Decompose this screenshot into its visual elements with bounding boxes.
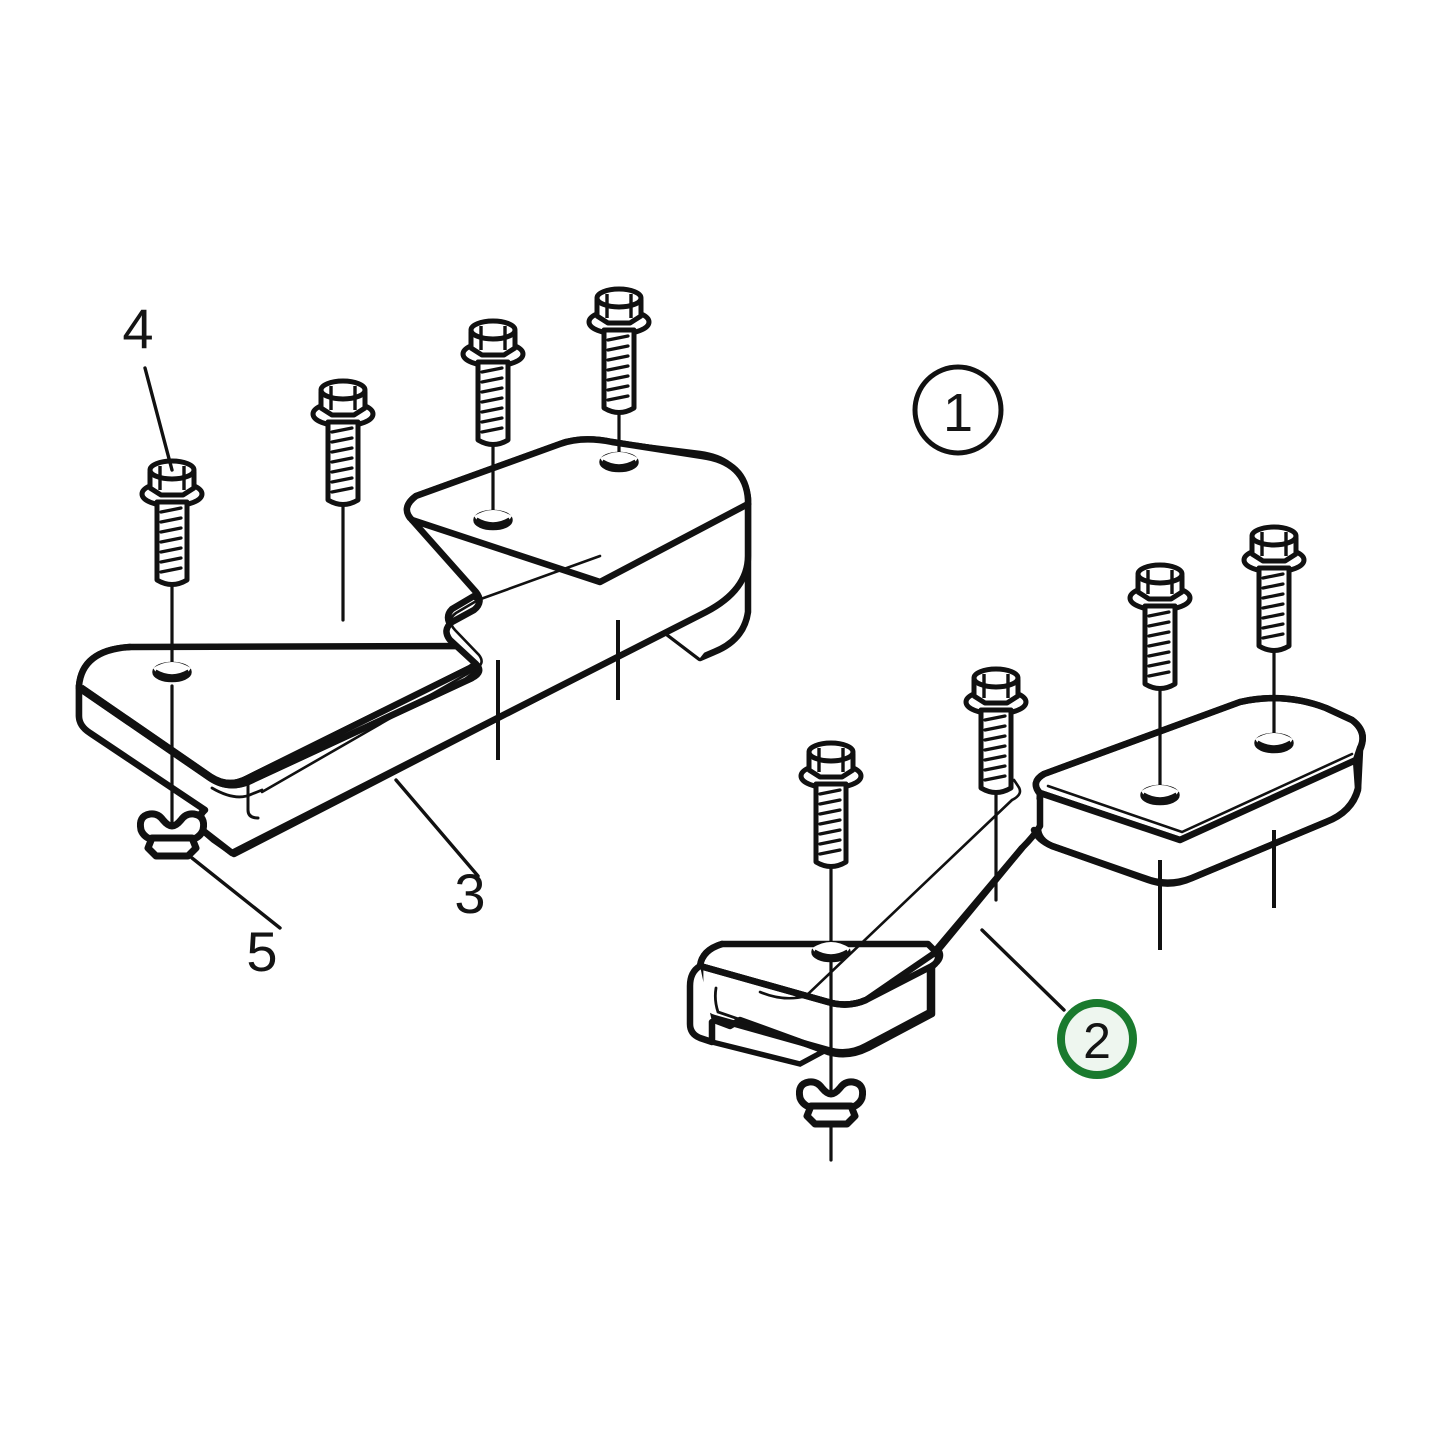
bolt-right-1 xyxy=(801,743,861,867)
label-3: 3 xyxy=(454,862,485,925)
leader-line-4 xyxy=(143,366,174,472)
bolt-right-2 xyxy=(966,669,1026,793)
bolt-left-1 xyxy=(142,461,202,585)
leader-lines xyxy=(143,366,1066,1012)
callout-2-circle xyxy=(1057,999,1137,1079)
bolt-shafts-right xyxy=(829,638,1276,1162)
centerline-stubs-right xyxy=(1158,830,1276,950)
bolt-left-4 xyxy=(589,289,649,413)
callout-1-circle xyxy=(912,364,1004,456)
label-5: 5 xyxy=(246,920,277,983)
callout-2[interactable]: 2 xyxy=(1057,999,1137,1079)
leader-line-3 xyxy=(394,778,480,878)
bolt-right-3 xyxy=(1130,565,1190,689)
bracket-left-part-3 xyxy=(75,436,752,858)
bolt-right-4 xyxy=(1244,527,1304,651)
callout-1-label: 1 xyxy=(943,383,973,443)
centerline-stubs-left xyxy=(496,620,620,760)
callout-2-label: 2 xyxy=(1083,1013,1111,1069)
bolt-left-2 xyxy=(313,381,373,505)
leader-line-5 xyxy=(190,856,282,930)
bolt-left-3 xyxy=(463,321,523,445)
bracket-right-part-2 xyxy=(686,694,1366,1067)
label-4: 4 xyxy=(122,297,153,360)
leader-line-2 xyxy=(980,928,1066,1012)
callout-1[interactable]: 1 xyxy=(912,364,1004,456)
